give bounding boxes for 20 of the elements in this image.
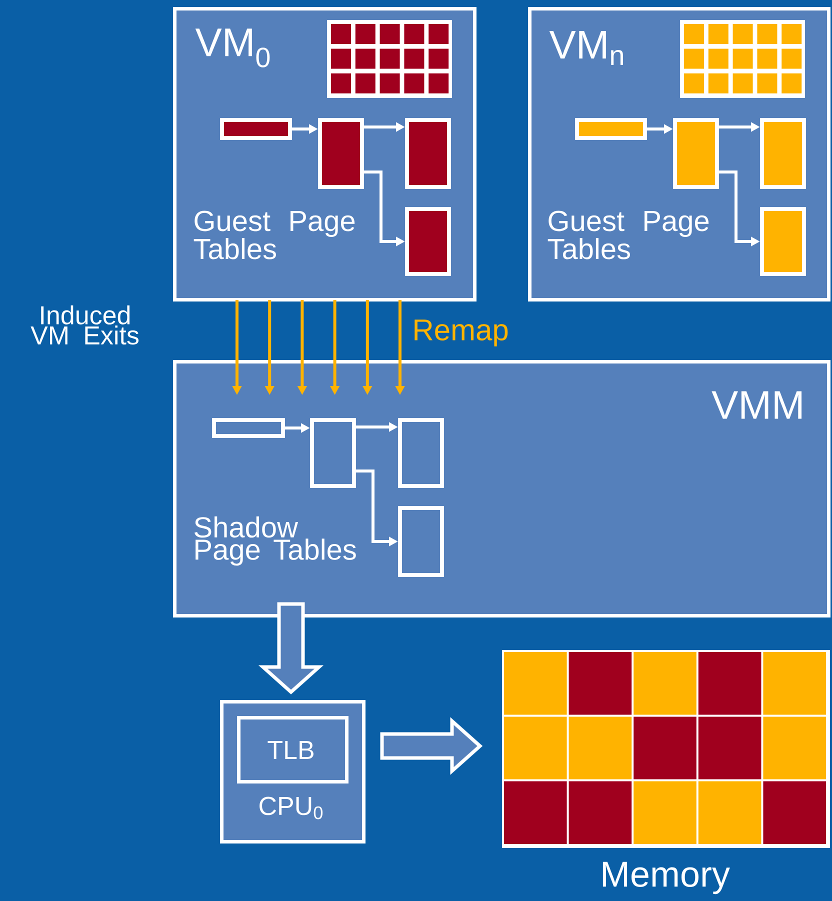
memory-grid: Memory xyxy=(502,650,830,894)
page-entry-bar xyxy=(212,418,285,438)
page-entry-bar xyxy=(575,118,647,140)
page-table-box xyxy=(310,418,356,488)
page-table-box xyxy=(398,418,444,488)
page-entry-bar xyxy=(220,118,292,140)
node-label: Memory xyxy=(602,862,730,894)
page-table-box xyxy=(398,506,444,577)
page-table-box xyxy=(405,118,451,189)
block-arrow xyxy=(380,717,483,775)
page-table-box xyxy=(318,118,364,189)
block-arrow xyxy=(258,602,324,694)
page-table-box xyxy=(405,207,451,276)
vmm-box: VMM Shadow Page Tables xyxy=(173,360,830,618)
tlb-box: TLB xyxy=(237,716,348,784)
exit-label: Induced VM Exits xyxy=(30,305,138,345)
remap-label: Remap xyxy=(414,320,508,346)
page-table-box xyxy=(760,207,806,276)
page-table-box xyxy=(673,118,719,189)
page-table-box xyxy=(760,118,806,189)
